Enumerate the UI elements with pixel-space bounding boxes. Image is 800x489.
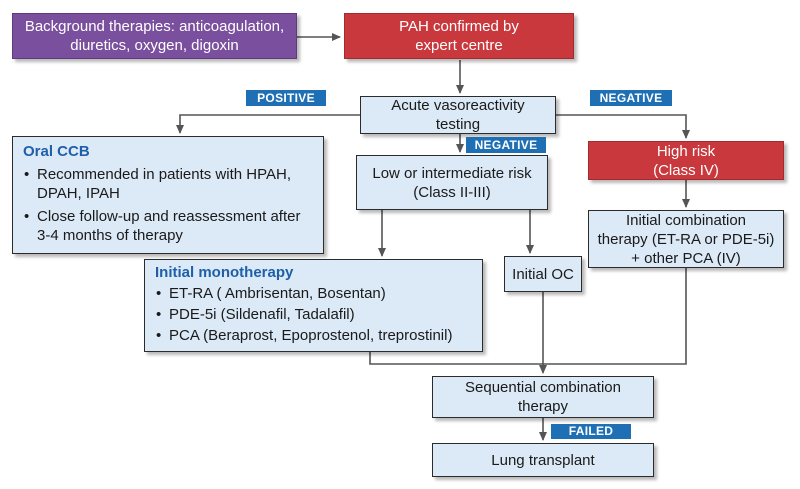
arrow-acute-to-high-risk	[556, 114, 690, 139]
line-combo-to-merge	[543, 268, 687, 365]
initial-combo-line-3: + other PCA (IV)	[631, 249, 741, 267]
oral-ccb-bullet-1-line-2: DPAH, IPAH	[37, 185, 120, 202]
oral-ccb-bullet-2: Close follow-up and reassessment after 3…	[23, 207, 300, 245]
acute-line-2: testing	[435, 116, 481, 133]
initial-mono-bullet-1: ET-RA ( Ambrisentan, Bosentan)	[155, 284, 452, 303]
sequential-line-2: therapy	[517, 398, 569, 415]
lung-transplant-box: Lung transplant	[432, 443, 654, 477]
lung-transplant-label: Lung transplant	[491, 451, 595, 469]
oral-ccb-title: Oral CCB	[23, 143, 90, 160]
initial-oc-label: Initial OC	[512, 265, 574, 283]
initial-combination-box: Initial combination therapy (ET-RA or PD…	[588, 210, 784, 268]
negative-badge-right: NEGATIVE	[590, 90, 672, 106]
pah-line-1: PAH confirmed by	[399, 18, 519, 35]
oral-ccb-bullet-1-line-1: Recommended in patients with HPAH,	[37, 166, 292, 183]
initial-mono-bullet-3: PCA (Beraprost, Epoprostenol, treprostin…	[155, 326, 452, 345]
high-risk-line-2: (Class IV)	[653, 161, 719, 179]
negative-badge-middle: NEGATIVE	[466, 137, 546, 153]
high-risk-line-1: High risk	[656, 142, 716, 160]
initial-mono-title: Initial monotherapy	[155, 264, 294, 281]
low-risk-line-1: Low or intermediate risk	[372, 164, 532, 182]
initial-combo-line-1: Initial combination	[625, 211, 747, 229]
acute-line-1: Acute vasoreactivity	[391, 97, 525, 114]
background-therapies-box: Background therapies: anticoagulation, d…	[12, 13, 297, 59]
low-intermediate-risk-box: Low or intermediate risk (Class II-III)	[356, 155, 548, 210]
positive-label: POSITIVE	[257, 90, 315, 105]
line-mono-to-merge	[369, 352, 543, 365]
initial-mono-bullet-2: PDE-5i (Sildenafil, Tadalafil)	[155, 305, 452, 324]
sequential-combination-box: Sequential combination therapy	[432, 376, 654, 418]
initial-mono-list: ET-RA ( Ambrisentan, Bosentan) PDE-5i (S…	[155, 284, 452, 345]
positive-badge: POSITIVE	[246, 90, 326, 106]
pah-confirmed-box: PAH confirmed by expert centre	[344, 13, 574, 59]
oral-ccb-bullet-1: Recommended in patients with HPAH, DPAH,…	[23, 165, 300, 203]
low-risk-line-2: (Class II-III)	[413, 183, 491, 201]
background-line-2: diuretics, oxygen, digoxin	[70, 37, 239, 54]
background-line-1: Background therapies: anticoagulation,	[24, 18, 285, 35]
initial-monotherapy-box: Initial monotherapy ET-RA ( Ambrisentan,…	[144, 259, 483, 352]
pah-line-2: expert centre	[415, 37, 503, 54]
arrow-acute-to-oral-ccb	[176, 114, 360, 134]
initial-oc-box: Initial OC	[504, 256, 582, 292]
sequential-line-1: Sequential combination	[465, 379, 621, 396]
initial-combo-line-2: therapy (ET-RA or PDE-5i)	[597, 230, 775, 248]
oral-ccb-bullet-2-line-2: 3-4 months of therapy	[37, 227, 183, 244]
acute-vasoreactivity-box: Acute vasoreactivity testing	[360, 96, 556, 134]
failed-label: FAILED	[568, 424, 614, 438]
oral-ccb-list: Recommended in patients with HPAH, DPAH,…	[23, 165, 300, 245]
oral-ccb-box: Oral CCB Recommended in patients with HP…	[12, 136, 324, 254]
negative-label-middle: NEGATIVE	[474, 137, 538, 152]
negative-label-right: NEGATIVE	[599, 90, 663, 105]
high-risk-box: High risk (Class IV)	[588, 141, 784, 180]
failed-badge: FAILED	[551, 424, 631, 439]
oral-ccb-bullet-2-line-1: Close follow-up and reassessment after	[37, 208, 301, 225]
